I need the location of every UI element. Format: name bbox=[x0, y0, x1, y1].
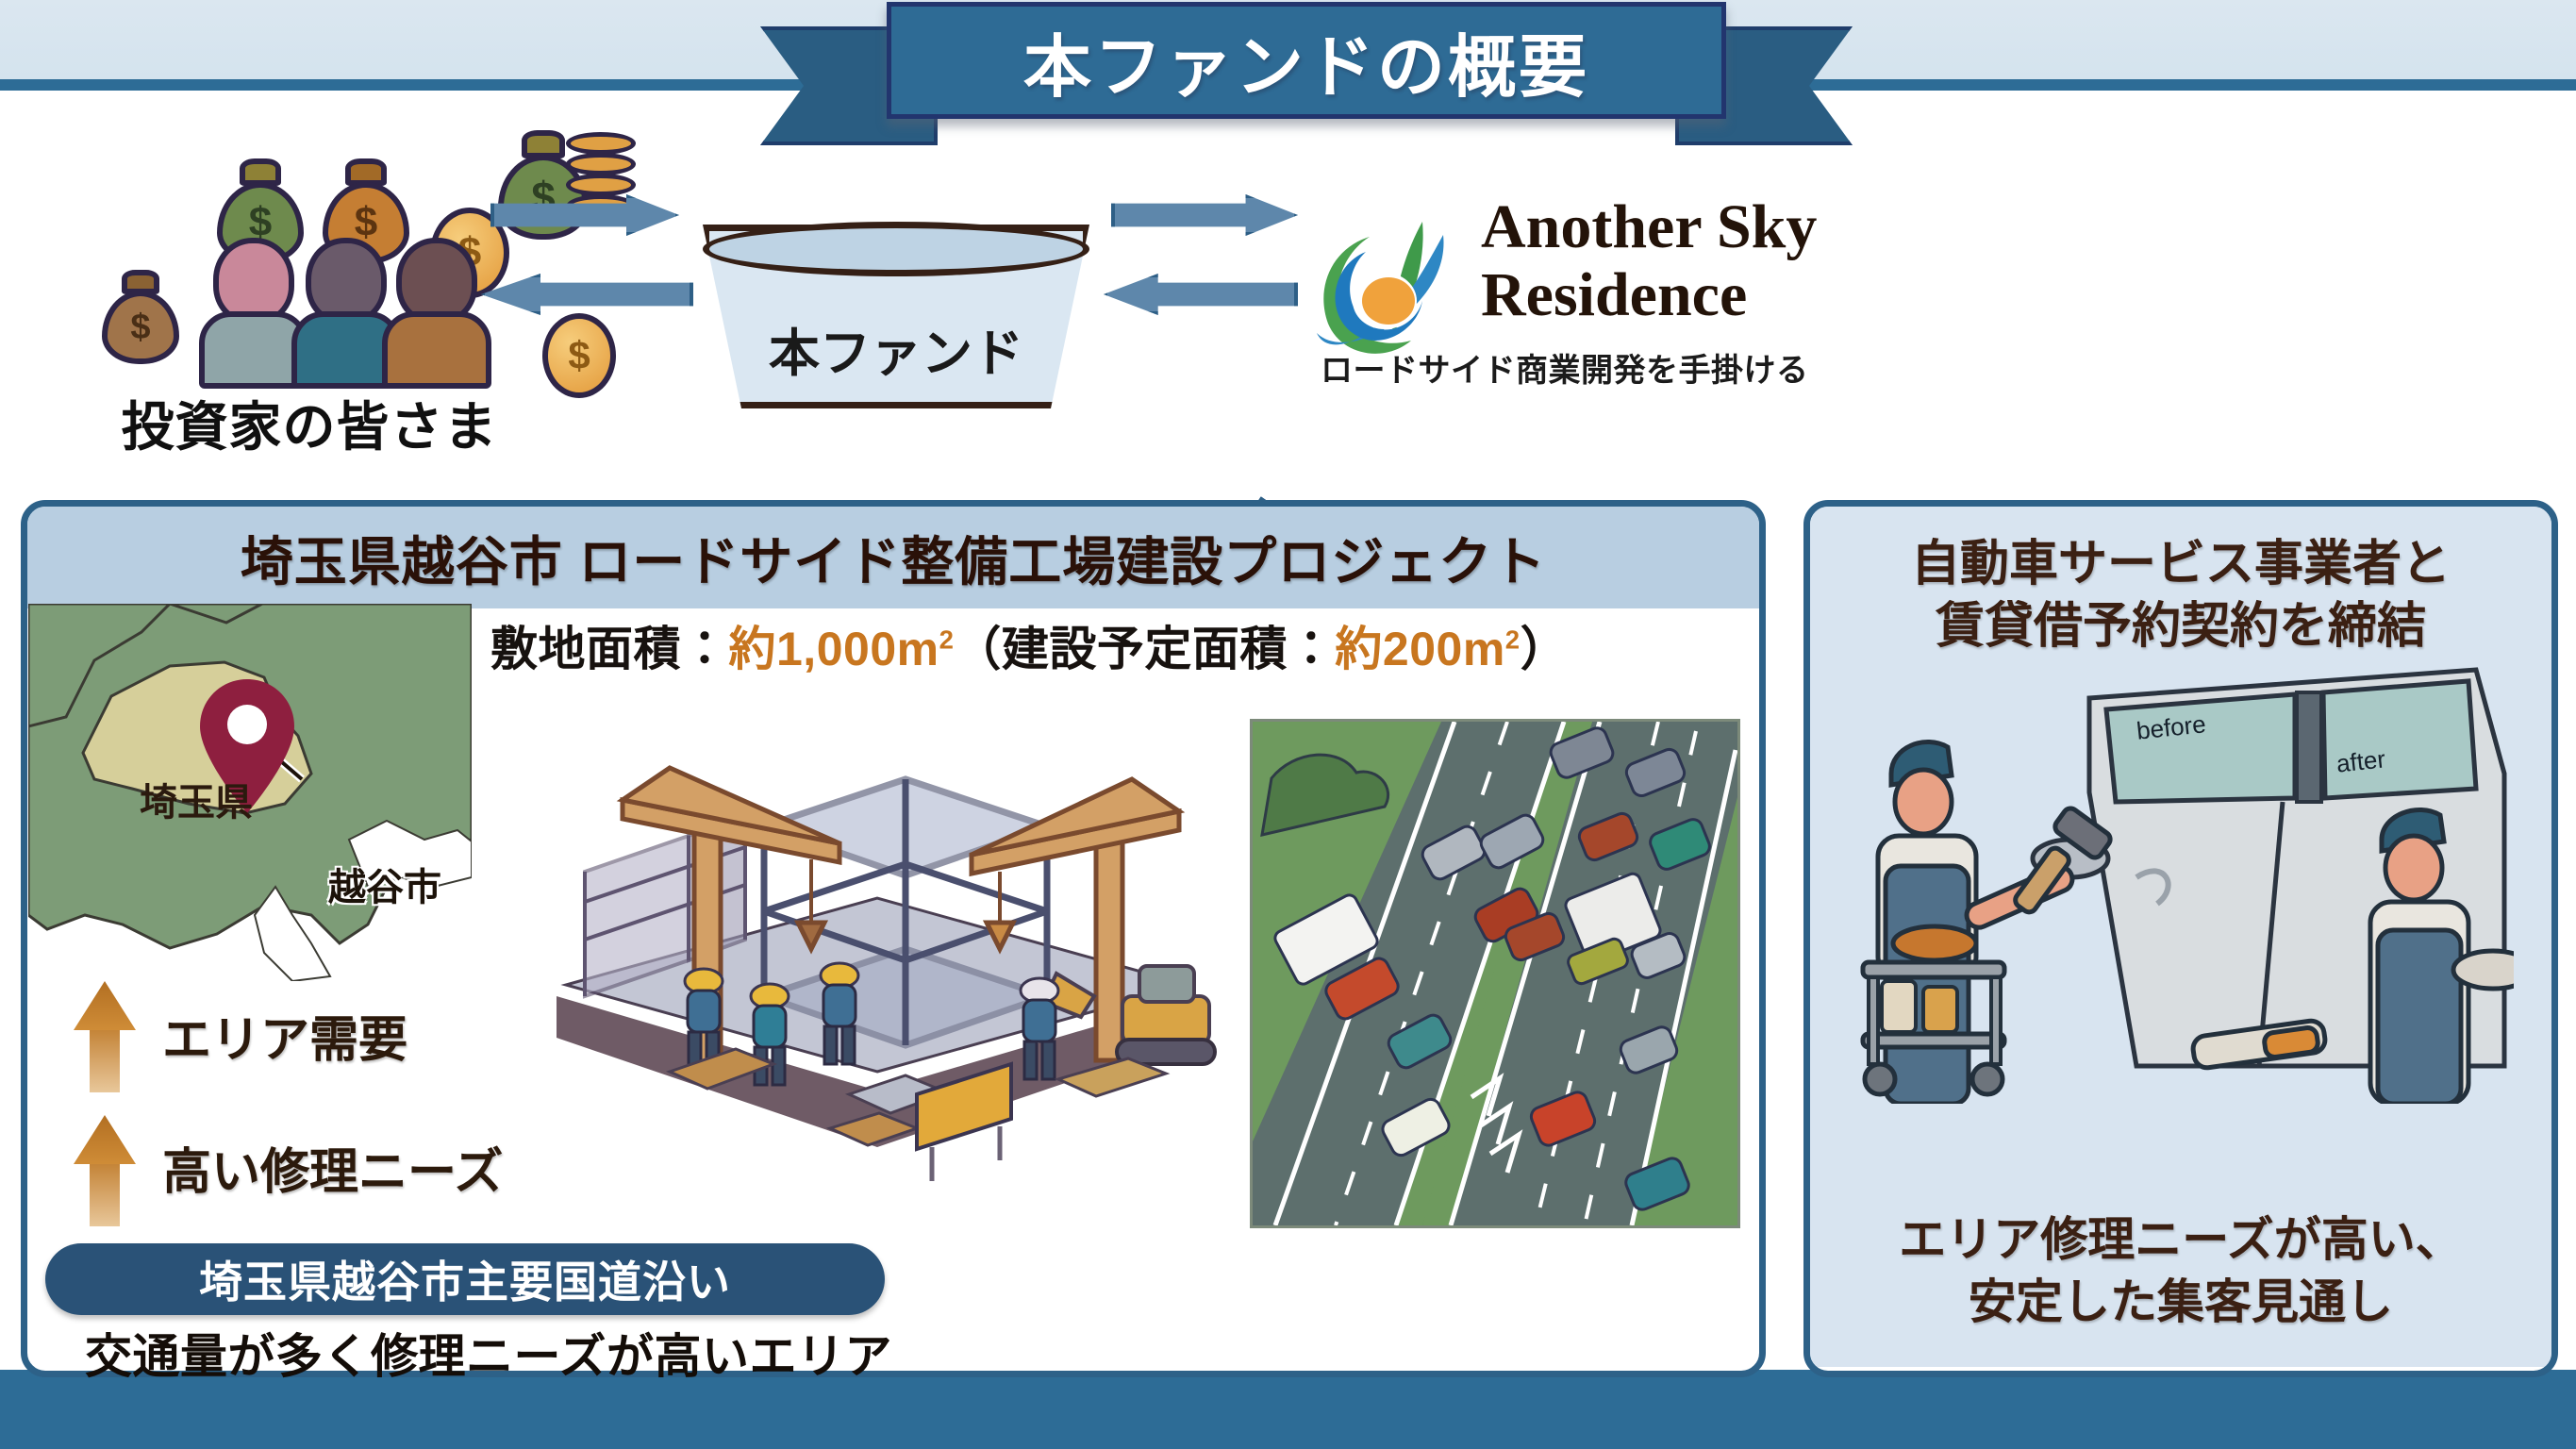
fund-bucket-rim bbox=[703, 222, 1089, 276]
tenant-footer-line2: 安定した集客見通し bbox=[1969, 1275, 2393, 1328]
investor-avatar bbox=[381, 238, 492, 389]
coin-symbol: $ bbox=[568, 333, 590, 377]
coin-icon: $ bbox=[542, 313, 616, 398]
tenant-title-line1: 自動車サービス事業者と bbox=[1910, 537, 2451, 591]
project-title: 埼玉県越谷市 ロードサイド整備工場建設プロジェクト bbox=[240, 531, 1547, 591]
location-map: 埼玉県 越谷市 bbox=[28, 604, 472, 981]
map-pin-icon bbox=[200, 679, 294, 813]
build-area-value: 約200 bbox=[1335, 623, 1463, 675]
tenant-panel-title: 自動車サービス事業者と 賃貸借予約契約を締結 bbox=[1810, 533, 2551, 658]
site-area-prefix: 敷地面積： bbox=[490, 623, 729, 675]
bottom-bar bbox=[0, 1370, 2576, 1449]
money-bag-icon: $ bbox=[102, 270, 179, 364]
company-name: Another Sky Residence bbox=[1481, 193, 1934, 329]
investor-avatar bbox=[291, 238, 402, 389]
money-bag-symbol: $ bbox=[130, 307, 151, 347]
investor-avatar bbox=[198, 238, 309, 389]
company-name-line2: Residence bbox=[1481, 260, 1748, 329]
construction-site-illustration bbox=[528, 713, 1226, 1241]
map-prefecture-label: 埼玉県 bbox=[140, 782, 253, 824]
title-ribbon: 本ファンドの概要 bbox=[760, 2, 1783, 145]
company-logo: Another Sky Residence ロードサイド商業開発を手掛ける bbox=[1311, 193, 1934, 429]
after-label: after bbox=[2335, 744, 2387, 778]
trend-label-repair-needs: 高い修理ニーズ bbox=[162, 1145, 504, 1200]
another-sky-logo-icon bbox=[1311, 214, 1471, 375]
up-arrow-icon bbox=[74, 1115, 136, 1226]
project-panel-header: 埼玉県越谷市 ロードサイド整備工場建設プロジェクト bbox=[27, 507, 1759, 608]
page-title: 本ファンドの概要 bbox=[1022, 29, 1589, 106]
investors-label: 投資家の皆さま bbox=[121, 397, 498, 457]
site-area-value: 約1,000 bbox=[728, 623, 897, 675]
money-bag-icon: $ bbox=[323, 158, 409, 264]
site-area-mid: （建設予定面積： bbox=[954, 623, 1336, 675]
auto-repair-illustration: before after bbox=[1853, 660, 2514, 1104]
build-area-unit-sup: 2 bbox=[1504, 625, 1521, 655]
fund-bucket: 本ファンド bbox=[703, 222, 1089, 408]
tenant-footer-line1: エリア修理ニーズが高い、 bbox=[1899, 1213, 2463, 1266]
tenant-panel-footer: エリア修理ニーズが高い、 安定した集客見通し bbox=[1810, 1208, 2551, 1333]
tenant-title-line2: 賃貸借予約契約を締結 bbox=[1935, 599, 2426, 654]
map-city-label: 越谷市 bbox=[328, 867, 441, 908]
project-bottom-note: 交通量が多く修理ニーズが高いエリア bbox=[85, 1330, 892, 1383]
fund-label: 本ファンド bbox=[769, 325, 1023, 382]
site-area-unit: m bbox=[896, 623, 939, 675]
investors-group: $ $ $ $ bbox=[57, 151, 547, 472]
money-bag-symbol: $ bbox=[354, 199, 378, 246]
arrow-fund-to-company bbox=[1111, 194, 1298, 236]
location-pill-label: 埼玉県越谷市主要国道沿い bbox=[199, 1257, 731, 1307]
arrow-company-to-fund bbox=[1104, 274, 1298, 315]
site-area-line: 敷地面積：約1,000m2（建設予定面積：約200m2） bbox=[490, 611, 1568, 679]
ribbon-plate: 本ファンドの概要 bbox=[887, 2, 1726, 119]
company-name-line1: Another Sky bbox=[1481, 192, 1818, 261]
highway-traffic-illustration bbox=[1250, 719, 1740, 1228]
up-arrow-icon bbox=[74, 981, 136, 1092]
site-area-suffix: ） bbox=[1520, 623, 1569, 675]
site-area-unit-sup: 2 bbox=[939, 625, 955, 655]
location-pill: 埼玉県越谷市主要国道沿い bbox=[45, 1243, 885, 1315]
fund-flow-diagram: $ $ $ $ bbox=[0, 130, 2576, 481]
company-tagline: ロードサイド商業開発を手掛ける bbox=[1321, 353, 1809, 389]
trend-label-area-demand: エリア需要 bbox=[162, 1013, 408, 1068]
build-area-unit: m bbox=[1462, 623, 1505, 675]
